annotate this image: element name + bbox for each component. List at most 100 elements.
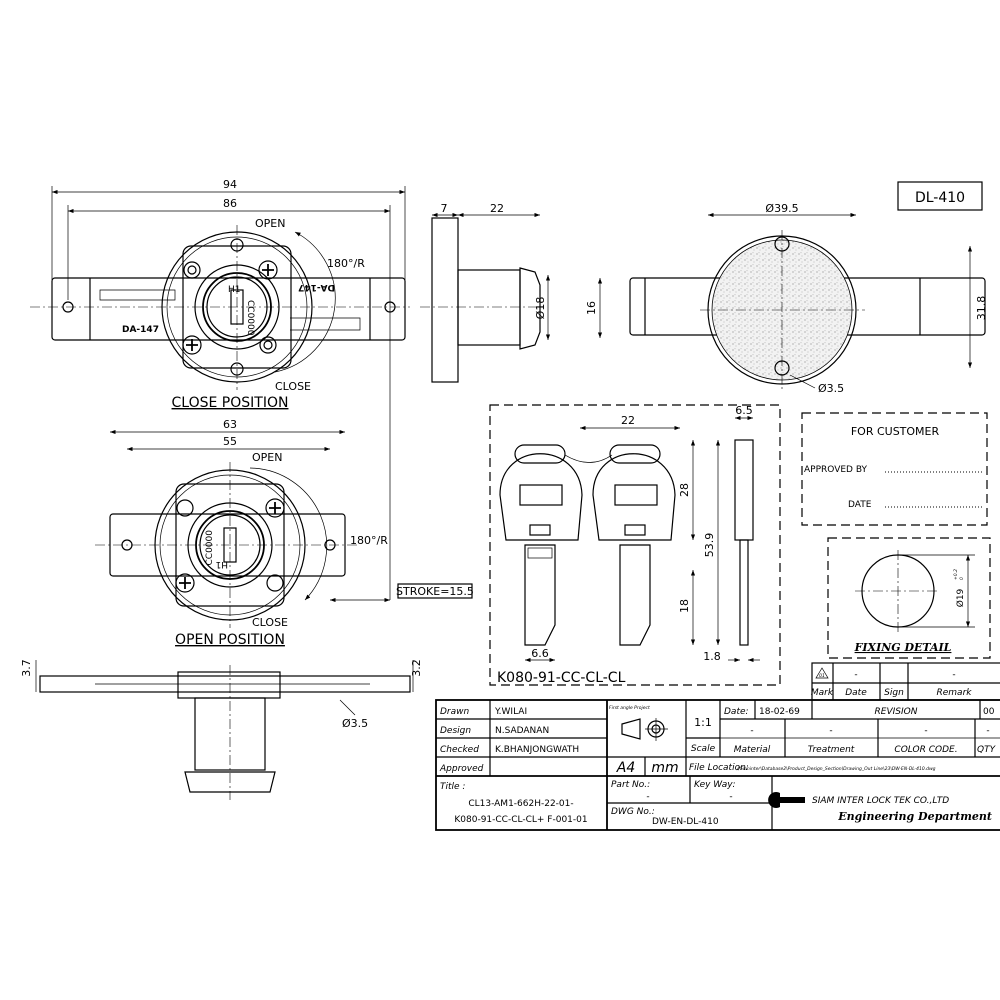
- fixing-caption: FIXING DETAIL: [854, 641, 952, 654]
- dim-hole-3-5: Ø3.5: [342, 717, 368, 730]
- close-label: CLOSE: [252, 616, 288, 629]
- company-logo-icon: [768, 792, 805, 808]
- role-label: Design: [440, 726, 471, 736]
- close-position-view: 94 86 H1 CC0000 DA-147 DA-147 OPEN 180°/…: [30, 178, 410, 600]
- header-sign: Sign: [884, 688, 904, 698]
- key-part-number: K080-91-CC-CL-CL: [497, 670, 626, 686]
- dim-height-31-8: 31.8: [975, 296, 988, 321]
- unit: mm: [651, 760, 678, 776]
- role-label: Checked: [440, 745, 479, 755]
- key-way: -: [729, 792, 732, 802]
- header-remark: Remark: [937, 688, 973, 698]
- dim-3-7: 3.7: [20, 659, 33, 677]
- dim-key-thick-6-5: 6.5: [735, 404, 753, 417]
- dim-blade-18: 18: [678, 599, 691, 613]
- dwg-no-label: DWG No.:: [611, 807, 655, 817]
- revision-number: 00: [983, 707, 995, 717]
- dim-height-16: 16: [585, 301, 598, 315]
- first-angle-projection-icon: [621, 718, 668, 741]
- scale-value: 1:1: [694, 716, 712, 729]
- dim-blade-width-6-6: 6.6: [531, 647, 549, 660]
- open-label: OPEN: [252, 451, 282, 464]
- dim-dia-18: Ø18: [534, 297, 547, 320]
- qty-value: -: [986, 726, 989, 736]
- dim-holes-55: 55: [223, 435, 237, 448]
- revision-date: -: [854, 670, 857, 680]
- drawing-id-box: DL-410: [897, 181, 983, 211]
- cylinder-code: CC0000: [205, 530, 215, 566]
- rotation-label: 180°/R: [350, 534, 388, 547]
- close-position-caption: CLOSE POSITION: [172, 395, 289, 411]
- file-location-label: File Location:: [689, 763, 749, 773]
- dim-key-width-22: 22: [621, 414, 635, 427]
- scale-label: Scale: [691, 744, 716, 754]
- key-view: 22 6.5 28 53.9 18 6.6 1.8 K080-91-CC-CL-…: [489, 404, 781, 686]
- color-code-value: -: [924, 726, 927, 736]
- dim-key-head-28: 28: [678, 483, 691, 497]
- company-name: SIAM INTER LOCK TEK CO.,LTD: [812, 796, 949, 806]
- customer-title: FOR CUSTOMER: [851, 425, 940, 438]
- dim-3-2: 3.2: [410, 659, 423, 677]
- qty-label: QTY: [977, 745, 997, 755]
- fixing-dim: Ø19: [955, 588, 966, 607]
- cylinder-mark: H1: [216, 559, 229, 569]
- role-name: Y.WILAI: [494, 707, 527, 717]
- dim-blade-thick-1-8: 1.8: [703, 650, 721, 663]
- title-line-2: K080-91-CC-CL-CL+ F-001-01: [454, 815, 587, 825]
- dwg-no: DW-EN-DL-410: [652, 817, 719, 827]
- header-mark: Mark: [811, 688, 834, 698]
- title-line-1: CL13-AM1-662H-22-01-: [468, 799, 573, 809]
- title-block: Drawn Y.WILAI Design N.SADANAN Checked K…: [435, 699, 1000, 831]
- role-name: N.SADANAN: [495, 726, 549, 736]
- close-label: CLOSE: [275, 380, 311, 393]
- open-position-view: 63 55 CC0000 H1 OPEN 180°/R CLOSE OPEN P…: [95, 418, 474, 648]
- part-no: -: [646, 792, 649, 802]
- role-label: Drawn: [440, 707, 470, 717]
- file-location: //Sianinter\Database2\Product_Design_Sec…: [736, 766, 936, 772]
- part-mark-right: DA-147: [298, 282, 335, 292]
- dim-overall-94: 94: [223, 178, 237, 191]
- part-mark-left: DA-147: [122, 325, 159, 335]
- role-label: Approved: [439, 764, 484, 774]
- date-value: 18-02-69: [759, 707, 800, 717]
- treatment-value: -: [829, 726, 832, 736]
- open-label: OPEN: [255, 217, 285, 230]
- side-view: 7 22 Ø18 16: [420, 202, 603, 383]
- cylinder-mark: H1: [228, 285, 241, 295]
- key-way-label: Key Way:: [694, 780, 736, 790]
- dim-dia-39-5: Ø39.5: [765, 202, 798, 215]
- customer-approval-box: FOR CUSTOMER APPROVED BY DATE: [801, 412, 988, 526]
- header-date: Date: [845, 688, 867, 698]
- date-label: DATE: [848, 500, 872, 510]
- back-view: Ø39.5 31.8 Ø3.5: [629, 202, 988, 395]
- paper-size: A4: [616, 760, 635, 776]
- date-label: Date:: [724, 707, 749, 717]
- stroke-label: STROKE=15.5: [396, 585, 474, 598]
- revision-table: 01 - - Mark Date Sign Remark: [811, 662, 1000, 701]
- rotation-label: 180°/R: [327, 257, 365, 270]
- fixing-tol-lower: 0: [959, 577, 965, 580]
- title-label: Title :: [440, 782, 465, 792]
- bottom-view: 3.7 3.2 Ø3.5: [20, 659, 423, 800]
- role-name: K.BHANJONGWATH: [495, 745, 579, 755]
- material-label: Material: [734, 745, 771, 755]
- dim-holes-86: 86: [223, 197, 237, 210]
- dim-overall-63: 63: [223, 418, 237, 431]
- dim-flange-7: 7: [441, 202, 448, 215]
- material-value: -: [750, 726, 753, 736]
- treatment-label: Treatment: [808, 745, 855, 755]
- department-name: Engineering Department: [837, 810, 992, 823]
- dim-body-22: 22: [490, 202, 504, 215]
- revision-remark: -: [952, 670, 955, 680]
- revision-label: REVISION: [875, 707, 918, 717]
- role-rows: Drawn Y.WILAI Design N.SADANAN Checked K…: [439, 707, 579, 774]
- dim-hole-3-5: Ø3.5: [818, 382, 844, 395]
- approved-by-label: APPROVED BY: [804, 465, 868, 475]
- revision-mark: 01: [819, 673, 825, 679]
- open-position-caption: OPEN POSITION: [175, 632, 285, 648]
- dim-key-total-53-9: 53.9: [703, 533, 716, 558]
- fixing-tol-upper: +0.2: [953, 569, 959, 580]
- cylinder-code: CC0000: [245, 300, 255, 336]
